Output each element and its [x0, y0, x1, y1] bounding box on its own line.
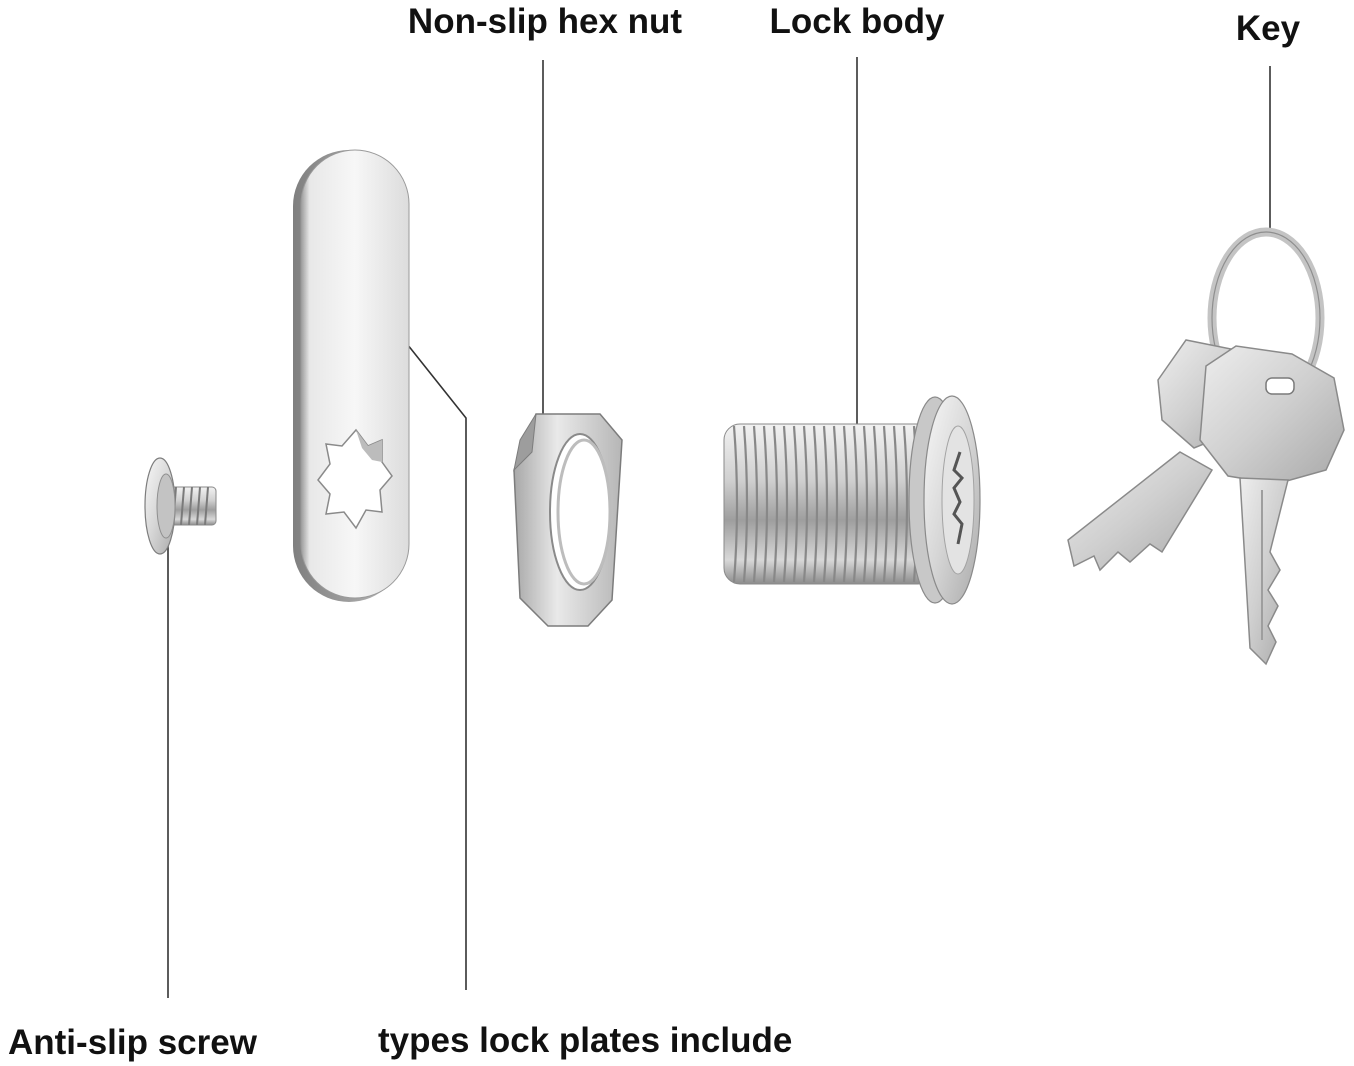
screw-illustration	[144, 457, 217, 555]
keys-illustration	[1067, 227, 1345, 666]
plates-label: types lock plates include	[378, 1021, 792, 1060]
lock-body-label: Lock body	[769, 2, 945, 41]
thread-line	[842, 425, 849, 583]
lock-body-illustration	[723, 395, 981, 605]
thread-line	[832, 425, 839, 583]
thread-line	[792, 425, 799, 583]
front-key	[1199, 345, 1345, 666]
hex-nut-label: Non-slip hex nut	[408, 2, 683, 41]
hex-nut-illustration	[513, 413, 623, 627]
thread-line	[762, 425, 769, 583]
lock-plate-illustration	[293, 149, 410, 602]
thread-line	[732, 425, 739, 583]
thread-line	[902, 425, 909, 583]
thread-line	[812, 425, 819, 583]
thread-line	[862, 425, 869, 583]
thread-line	[872, 425, 879, 583]
thread-line	[782, 425, 789, 583]
thread-line	[892, 425, 899, 583]
screw-label: Anti-slip screw	[8, 1023, 258, 1062]
key-label: Key	[1236, 9, 1301, 48]
thread-line	[822, 425, 829, 583]
thread-line	[882, 425, 889, 583]
thread-line	[752, 425, 759, 583]
thread-line	[742, 425, 749, 583]
thread-line	[852, 425, 859, 583]
thread-line	[772, 425, 779, 583]
thread-line	[802, 425, 809, 583]
